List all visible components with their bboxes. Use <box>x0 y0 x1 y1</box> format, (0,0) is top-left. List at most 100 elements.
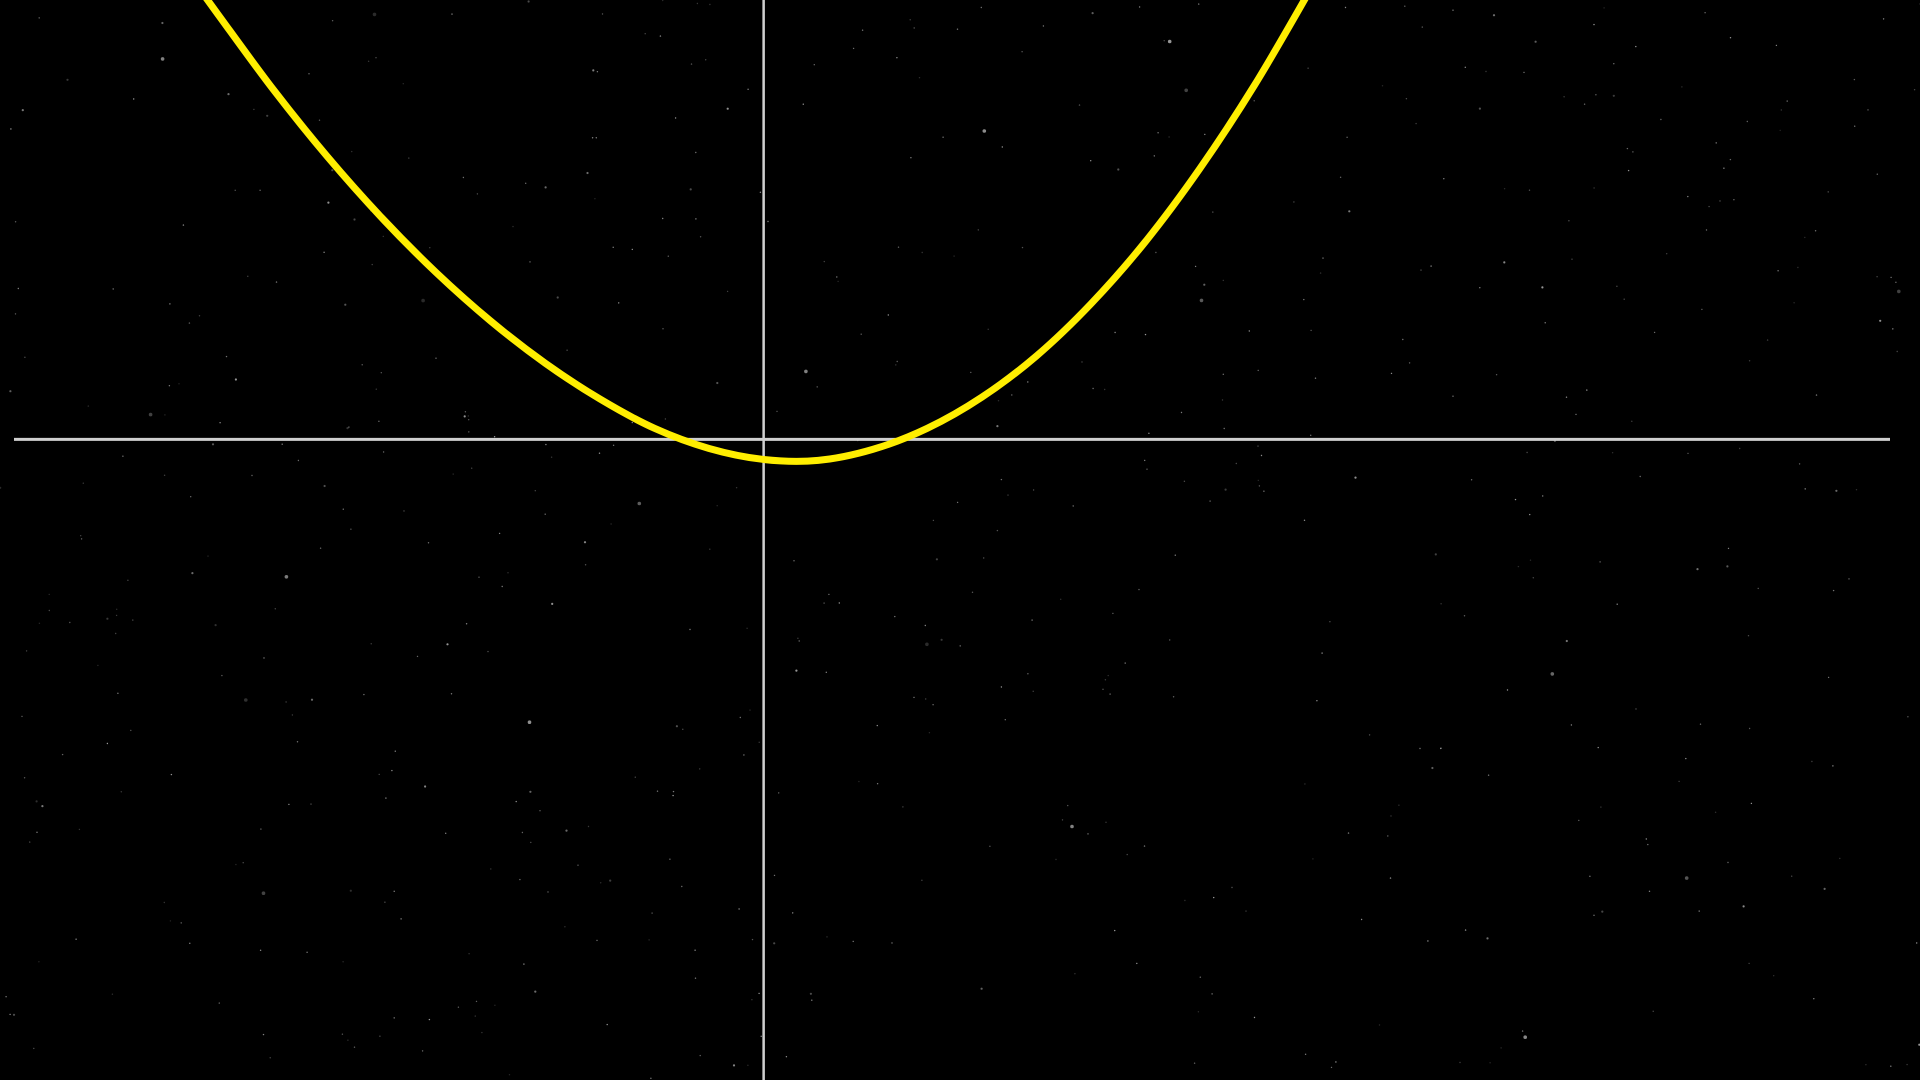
star <box>760 1035 762 1038</box>
star <box>1811 760 1813 763</box>
star <box>1895 281 1897 283</box>
star <box>1421 26 1424 28</box>
star <box>327 201 330 204</box>
star <box>709 3 711 6</box>
star <box>726 290 729 293</box>
star <box>1896 350 1898 353</box>
star <box>1478 107 1481 110</box>
star <box>1408 362 1411 364</box>
star <box>1726 565 1729 568</box>
star <box>705 59 707 61</box>
star <box>38 961 40 963</box>
star <box>1823 887 1826 891</box>
star <box>182 224 185 226</box>
star <box>1117 168 1120 171</box>
star <box>996 529 999 532</box>
star <box>795 669 798 672</box>
star <box>487 650 489 653</box>
star <box>876 724 878 727</box>
star <box>198 315 201 317</box>
star <box>1648 890 1651 892</box>
star <box>127 579 129 581</box>
star <box>1212 211 1214 213</box>
star <box>694 949 696 951</box>
star <box>1780 109 1783 111</box>
star <box>534 490 536 492</box>
star <box>1248 330 1251 332</box>
star <box>928 732 931 734</box>
star <box>1701 308 1703 311</box>
star <box>408 157 410 159</box>
star <box>1906 1063 1908 1066</box>
star <box>1867 109 1869 111</box>
star <box>1194 265 1197 268</box>
star <box>38 17 40 19</box>
star <box>452 473 454 475</box>
star <box>36 831 38 833</box>
star <box>1528 189 1531 191</box>
star <box>1523 71 1525 74</box>
star <box>828 593 830 596</box>
star <box>758 992 760 995</box>
star <box>351 150 353 153</box>
star <box>825 671 827 673</box>
star <box>1542 495 1544 497</box>
star <box>1144 459 1146 462</box>
star <box>1314 377 1317 379</box>
star <box>1777 270 1779 272</box>
star <box>1032 690 1034 692</box>
star <box>527 0 530 3</box>
star <box>1167 39 1172 44</box>
star <box>1443 178 1445 180</box>
star <box>1593 23 1595 26</box>
star <box>747 88 749 91</box>
star <box>297 459 300 462</box>
star <box>539 810 541 812</box>
star <box>1390 372 1393 375</box>
star <box>1897 289 1901 294</box>
star <box>909 19 911 21</box>
star <box>25 650 28 652</box>
star <box>1148 432 1150 434</box>
star <box>1163 40 1165 42</box>
star <box>1853 78 1856 81</box>
star <box>746 627 748 629</box>
star <box>33 1047 35 1050</box>
star <box>180 922 182 924</box>
star <box>1004 719 1006 721</box>
star <box>476 193 479 195</box>
star <box>471 467 473 469</box>
star <box>462 176 465 179</box>
star <box>529 790 532 793</box>
star <box>284 575 289 579</box>
star <box>1197 1011 1200 1013</box>
star <box>148 412 153 417</box>
star <box>1593 914 1595 916</box>
star <box>1748 962 1750 965</box>
star <box>776 410 778 413</box>
star <box>349 889 352 892</box>
star <box>925 642 929 647</box>
star <box>861 29 864 31</box>
star <box>478 576 480 578</box>
star <box>501 585 503 588</box>
star <box>596 939 598 942</box>
star <box>106 617 109 620</box>
star <box>997 400 1000 402</box>
star <box>1786 100 1788 102</box>
star <box>956 28 959 30</box>
star <box>1222 373 1225 375</box>
star <box>424 785 427 788</box>
star <box>823 260 825 263</box>
star <box>739 716 741 719</box>
star <box>556 296 559 299</box>
star <box>308 73 310 75</box>
star <box>1612 94 1615 97</box>
star <box>168 385 171 387</box>
star <box>1685 757 1687 760</box>
star <box>1114 929 1116 932</box>
star <box>565 829 568 832</box>
star <box>1506 689 1509 691</box>
star <box>38 622 41 624</box>
star <box>726 107 729 110</box>
